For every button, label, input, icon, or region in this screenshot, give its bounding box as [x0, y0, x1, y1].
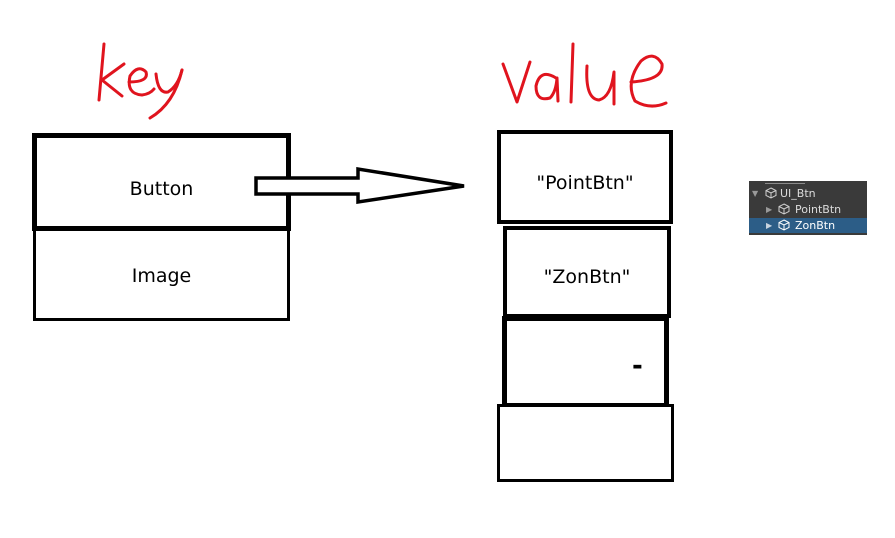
- mapping-arrow: [254, 166, 465, 205]
- value-cell-empty: -: [502, 316, 669, 408]
- value-cell-zonbtn: "ZonBtn": [503, 226, 671, 318]
- expand-triangle-icon[interactable]: ▼: [752, 189, 759, 198]
- hierarchy-item-ui-btn[interactable]: ▼ UI_Btn: [749, 186, 867, 201]
- hierarchy-item-label: PointBtn: [795, 203, 842, 216]
- hierarchy-item-zonbtn[interactable]: ▶ ZonBtn: [749, 218, 867, 233]
- hierarchy-item-pointbtn[interactable]: ▶ PointBtn: [749, 202, 867, 217]
- key-cell-label: Image: [131, 265, 192, 287]
- cube-icon: [778, 219, 790, 231]
- collapsed-triangle-icon[interactable]: ▶: [766, 221, 773, 230]
- value-cell-label: "PointBtn": [536, 172, 634, 194]
- cube-icon: [778, 203, 790, 215]
- value-handwriting: [501, 42, 668, 108]
- collapsed-triangle-icon[interactable]: ▶: [766, 205, 773, 214]
- key-cell-label: Button: [129, 178, 194, 200]
- value-cell-label: "ZonBtn": [543, 266, 631, 288]
- hierarchy-item-label: UI_Btn: [780, 187, 816, 200]
- value-cell-pointbtn: "PointBtn": [497, 130, 673, 224]
- value-cell-empty: [497, 404, 674, 482]
- value-cell-label: -: [632, 351, 643, 381]
- key-cell-image: Image: [33, 228, 290, 321]
- clipped-row: [765, 181, 805, 184]
- cube-icon: [765, 187, 777, 199]
- hierarchy-panel: ▼ UI_Btn ▶ PointBtn ▶ ZonBtn: [749, 181, 867, 235]
- key-handwriting: [97, 42, 184, 120]
- hierarchy-item-label: ZonBtn: [795, 219, 836, 232]
